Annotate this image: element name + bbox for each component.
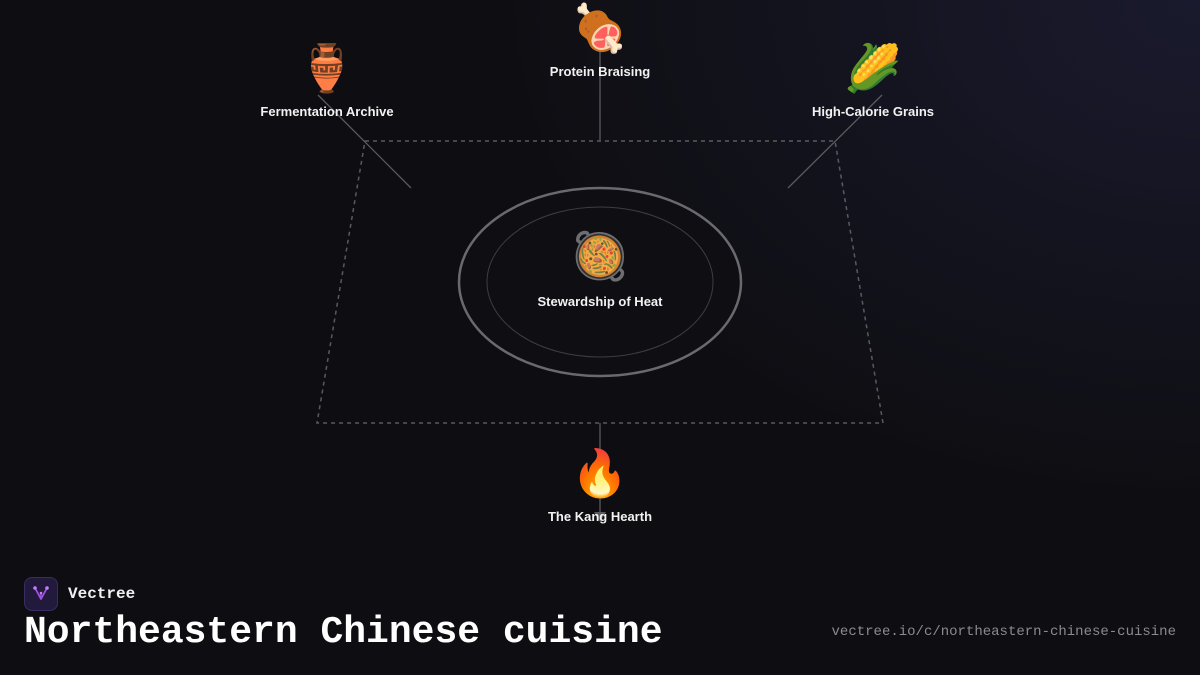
vectree-logo-icon bbox=[24, 577, 58, 611]
node-protein-braising: 🍖 Protein Braising bbox=[550, 2, 650, 79]
page-url[interactable]: vectree.io/c/northeastern-chinese-cuisin… bbox=[831, 624, 1176, 640]
node-high-calorie-grains: 🌽 High-Calorie Grains bbox=[812, 42, 934, 119]
node-label: High-Calorie Grains bbox=[811, 104, 935, 119]
fire-icon: 🔥 bbox=[571, 446, 629, 500]
page-title: Northeastern Chinese cuisine bbox=[24, 611, 663, 654]
node-label: The Kang Hearth bbox=[547, 509, 653, 524]
connector-right bbox=[787, 94, 883, 189]
node-label: Protein Braising bbox=[549, 64, 651, 79]
brand: Vectree bbox=[24, 577, 135, 611]
center-label: Stewardship of Heat bbox=[537, 294, 663, 309]
node-kang-hearth: 🔥 The Kang Hearth bbox=[548, 447, 652, 524]
center-inner-ring bbox=[486, 206, 714, 358]
node-label: Fermentation Archive bbox=[260, 104, 394, 119]
node-fermentation-archive: 🏺 Fermentation Archive bbox=[260, 42, 393, 119]
meat-on-bone-icon: 🍖 bbox=[571, 1, 629, 55]
connector-left bbox=[317, 94, 412, 189]
brand-name: Vectree bbox=[68, 585, 136, 603]
arrowhead-bottom bbox=[594, 512, 606, 522]
platform-trapezoid bbox=[316, 140, 884, 424]
center-outer-ring bbox=[457, 186, 743, 378]
paella-pan-icon: 🥘 bbox=[571, 229, 629, 283]
amphora-icon: 🏺 bbox=[298, 41, 356, 95]
corn-icon: 🌽 bbox=[844, 41, 902, 95]
node-stewardship-of-heat: 🥘 Stewardship of Heat bbox=[538, 230, 663, 309]
